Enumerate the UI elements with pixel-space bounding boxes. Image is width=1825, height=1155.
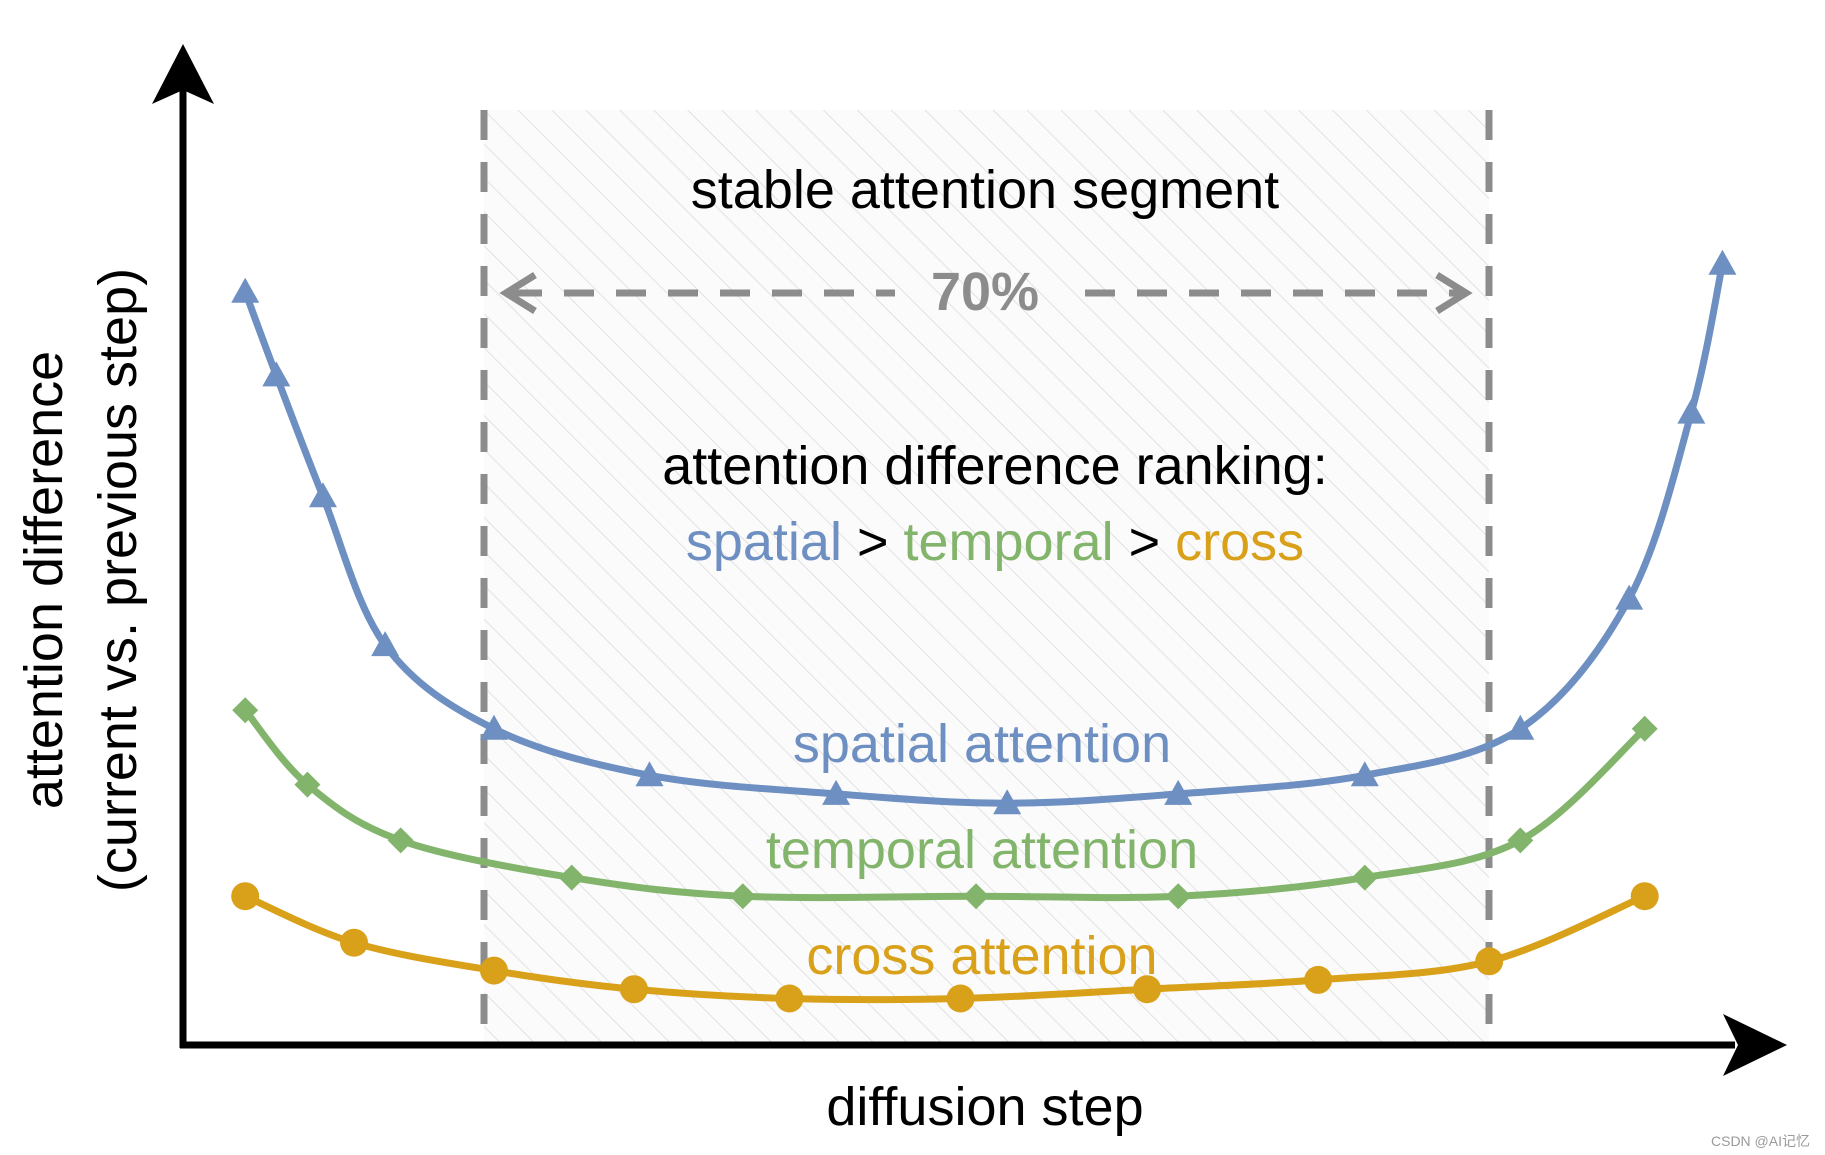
temporal-marker-2 <box>387 827 414 854</box>
ranking-title: attention difference ranking: <box>662 436 1327 496</box>
cross-marker-3 <box>619 975 648 1004</box>
ranking-line: spatial > temporal > cross <box>686 512 1304 572</box>
segment-percent: 70% <box>931 262 1039 322</box>
arrowhead-left-icon <box>499 272 537 314</box>
temporal-marker-9 <box>1631 715 1658 742</box>
x-axis-label: diffusion step <box>826 1077 1143 1137</box>
spatial-marker-9 <box>1350 761 1379 787</box>
watermark: CSDN @AI记忆 <box>1711 1133 1810 1149</box>
curve-label-cross: cross attention <box>806 926 1157 986</box>
y-axis-label-line1: attention difference <box>14 351 74 809</box>
temporal-marker-8 <box>1507 827 1534 854</box>
cross-marker-5 <box>946 984 975 1013</box>
spatial-marker-8 <box>1164 779 1193 805</box>
cross-marker-7 <box>1304 965 1333 994</box>
arrowhead-right-icon <box>1435 272 1473 314</box>
ranking-cross: cross <box>1175 512 1304 572</box>
temporal-marker-7 <box>1351 864 1378 891</box>
curves-group <box>231 249 1737 1013</box>
cross-marker-6 <box>1133 975 1162 1004</box>
temporal-attention-curve <box>241 706 1649 902</box>
segment-title: stable attention segment <box>691 160 1279 220</box>
cross-marker-8 <box>1475 947 1504 976</box>
y-axis-arrowhead-icon <box>152 44 214 104</box>
temporal-marker-4 <box>729 883 756 910</box>
curve-label-spatial: spatial attention <box>793 714 1171 774</box>
spatial-marker-2 <box>308 482 337 508</box>
ranking-separator-1: > <box>842 512 904 572</box>
curve-label-temporal: temporal attention <box>766 820 1198 880</box>
spatial-marker-6 <box>822 779 851 805</box>
ranking-temporal: temporal <box>903 512 1113 572</box>
stable-segment-fill <box>484 110 1489 1045</box>
spatial-marker-3 <box>371 631 400 657</box>
temporal-marker-6 <box>1165 883 1192 910</box>
cross-attention-curve <box>241 892 1649 1004</box>
temporal-marker-3 <box>558 864 585 891</box>
spatial-marker-12 <box>1677 398 1706 424</box>
spatial-marker-13 <box>1708 249 1737 275</box>
x-axis-arrowhead-icon <box>1723 1014 1787 1076</box>
spatial-marker-7 <box>993 789 1022 815</box>
ranking-separator-2: > <box>1114 512 1176 572</box>
y-axis-label-line2: (current vs. previous step) <box>88 268 148 892</box>
ranking-spatial: spatial <box>686 512 842 572</box>
cross-marker-4 <box>775 984 804 1013</box>
spatial-marker-11 <box>1615 584 1644 610</box>
cross-marker-2 <box>480 956 508 985</box>
spatial-marker-10 <box>1506 714 1535 740</box>
temporal-marker-1 <box>294 771 321 798</box>
cross-marker-9 <box>1630 882 1659 911</box>
cross-marker-1 <box>340 928 369 957</box>
spatial-marker-5 <box>635 761 664 787</box>
spatial-marker-4 <box>480 714 508 740</box>
spatial-marker-1 <box>262 361 291 387</box>
cross-marker-0 <box>231 882 260 911</box>
temporal-marker-5 <box>963 883 990 910</box>
temporal-marker-0 <box>232 697 259 724</box>
spatial-marker-0 <box>231 277 260 303</box>
